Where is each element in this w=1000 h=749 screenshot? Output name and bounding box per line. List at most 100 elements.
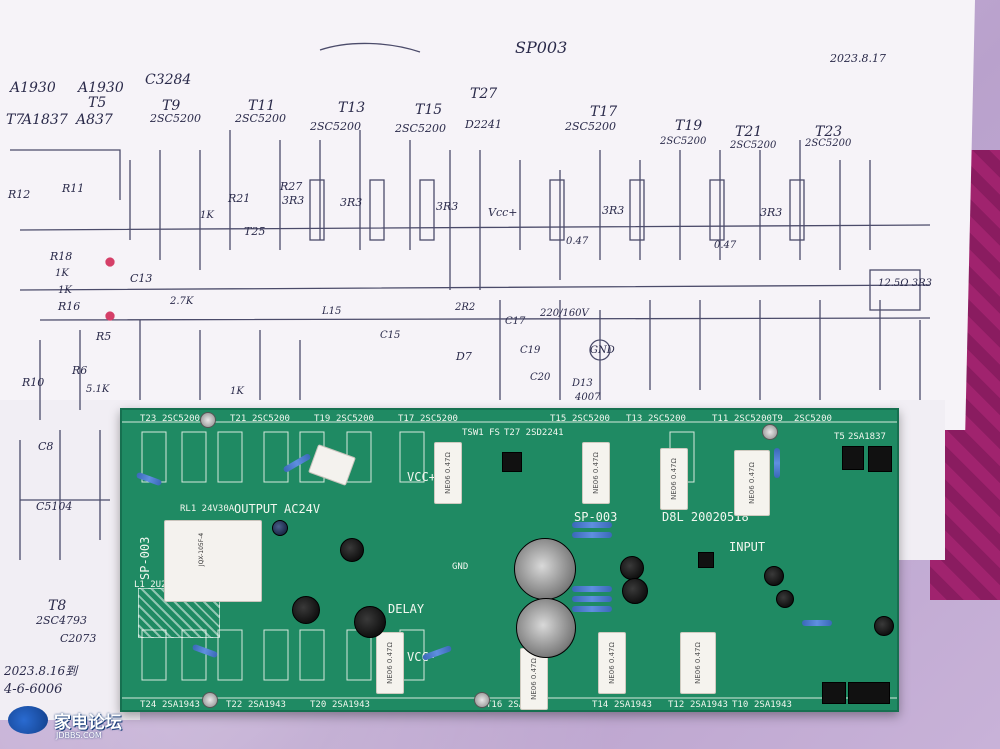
note-transistor: T27 <box>470 86 498 102</box>
watermark-domain: JDBBS.COM <box>56 731 102 740</box>
note-ref: 3R3 <box>436 200 459 213</box>
mounting-screw <box>474 692 490 708</box>
electrolytic-capacitor <box>764 566 784 586</box>
note-ref: R18 <box>50 250 73 263</box>
pcb-relay-ref: RL1 24V30A <box>180 504 235 514</box>
note-label: 2SC5200 <box>805 138 852 149</box>
note-ref: R6 <box>72 364 88 377</box>
bias-transistor <box>502 452 522 472</box>
power-resistor: NE06 0.47Ω <box>660 448 688 510</box>
power-resistor: NE06 0.47Ω <box>734 450 770 516</box>
top-transistor-part: 2SC5200 <box>336 414 374 424</box>
note-date-top: 2023.8.17 <box>830 52 886 65</box>
note-label: 2SC5200 <box>730 140 777 151</box>
bottom-transistor-ref: T14 <box>592 700 609 710</box>
note-ref: R16 <box>58 300 81 313</box>
driver-transistor <box>842 446 864 470</box>
electrolytic-capacitor <box>354 606 386 638</box>
note-ref: 3R3 <box>340 196 363 209</box>
note-ref: 3R3 <box>282 194 305 207</box>
note-ref: 1K <box>58 285 72 296</box>
resistor <box>802 620 832 626</box>
note-label: 2SC5200 <box>150 112 201 125</box>
note-label: 2SC5200 <box>660 136 707 147</box>
note-ref: C5104 <box>36 500 73 513</box>
driver-transistor <box>868 446 892 472</box>
watermark-text: 家电论坛 <box>54 712 122 733</box>
note-ref: R11 <box>62 182 85 195</box>
top-transistor-ref: T11 <box>712 414 729 424</box>
note-transistor: T21 <box>735 124 763 140</box>
pcb-coil-label: L1 2U2 <box>134 580 167 590</box>
power-resistor: NE06 0.47Ω <box>434 442 462 504</box>
output-relay: JQX-105F-4 <box>164 520 262 602</box>
pcb-board-code: D8L 20020518 <box>662 510 749 524</box>
bottom-transistor-part: 2SA1943 <box>690 700 728 710</box>
bottom-transistor-ref: T24 <box>140 700 157 710</box>
top-transistor-part: 2SC5200 <box>162 414 200 424</box>
note-ref: 1K <box>55 268 69 279</box>
top-transistor-ref: T23 <box>140 414 157 424</box>
pcb-vcc-plus: VCC+ <box>407 470 436 484</box>
schematic-paper <box>0 0 975 430</box>
top-transistor-ref: T9 <box>772 414 783 424</box>
note-ref: 1K <box>230 386 244 397</box>
pcb-delay: DELAY <box>388 602 425 616</box>
top-transistor-ref: T5 <box>834 432 845 442</box>
note-transistor: T9 <box>162 98 181 114</box>
note-ref: Vcc+ <box>488 206 518 219</box>
schematic-paper-lower-left <box>0 400 140 720</box>
note-ref: 2R2 <box>455 302 476 313</box>
note-ref: R5 <box>96 330 112 343</box>
resistor <box>572 522 612 528</box>
electrolytic-capacitor <box>622 578 648 604</box>
top-transistor-part: 2SC5200 <box>252 414 290 424</box>
note-ref: 1K <box>200 210 214 221</box>
bottom-transistor-ref: T20 <box>310 700 327 710</box>
electrolytic-capacitor <box>292 596 320 624</box>
note-label: 2SC5200 <box>565 120 616 133</box>
pcb-d2241-label: T27 2SD2241 <box>504 428 564 438</box>
bottom-transistor-ref: T10 <box>732 700 749 710</box>
note-ref: C2073 <box>60 632 97 645</box>
bottom-transistor-part: 2SA1943 <box>332 700 370 710</box>
pcb-silkscreen-outlines <box>122 421 897 699</box>
top-transistor-part: 2SC5200 <box>420 414 458 424</box>
note-transistor: T19 <box>675 118 703 134</box>
note-transistor: T8 <box>48 598 67 614</box>
resistor <box>572 532 612 538</box>
note-transistor: T15 <box>415 102 443 118</box>
top-transistor-ref: T13 <box>626 414 643 424</box>
power-resistor: NE06 0.47Ω <box>582 442 610 504</box>
note-ref: C20 <box>530 372 551 383</box>
note-transistor: T13 <box>338 100 366 116</box>
note-ref: L15 <box>322 306 342 317</box>
top-transistor-ref: T19 <box>314 414 331 424</box>
note-label: D2241 <box>465 118 502 131</box>
note-title: SP003 <box>515 38 568 57</box>
note-ref: 3R3 <box>760 206 783 219</box>
note-ref: 2.7K <box>170 296 194 307</box>
note-transistor: T17 <box>590 104 618 120</box>
electrolytic-capacitor <box>874 616 894 636</box>
forum-logo-icon <box>8 706 48 734</box>
filter-capacitor <box>516 598 576 658</box>
film-capacitor <box>272 520 288 536</box>
bottom-transistor-ref: T22 <box>226 700 243 710</box>
driver-transistor <box>822 682 846 704</box>
note-ref: R12 <box>8 188 31 201</box>
note-ref: 2SC4793 <box>36 614 87 627</box>
pcb-ac-rating: AC24V <box>284 502 321 516</box>
pcb-output-label: OUTPUT <box>234 502 278 516</box>
note-date-bottom: 2023.8.16到 <box>4 664 78 678</box>
note-transistor: T11 <box>248 98 276 114</box>
note-ref: 12.5Ω 3R3 <box>878 278 932 289</box>
note-ref: D7 <box>456 350 472 363</box>
note-label: C3284 <box>145 72 192 88</box>
note-ref: C17 <box>505 316 526 327</box>
mounting-screw <box>762 424 778 440</box>
mounting-screw <box>200 412 216 428</box>
op-amp <box>698 552 714 568</box>
pcb-gnd: GND <box>452 562 469 572</box>
